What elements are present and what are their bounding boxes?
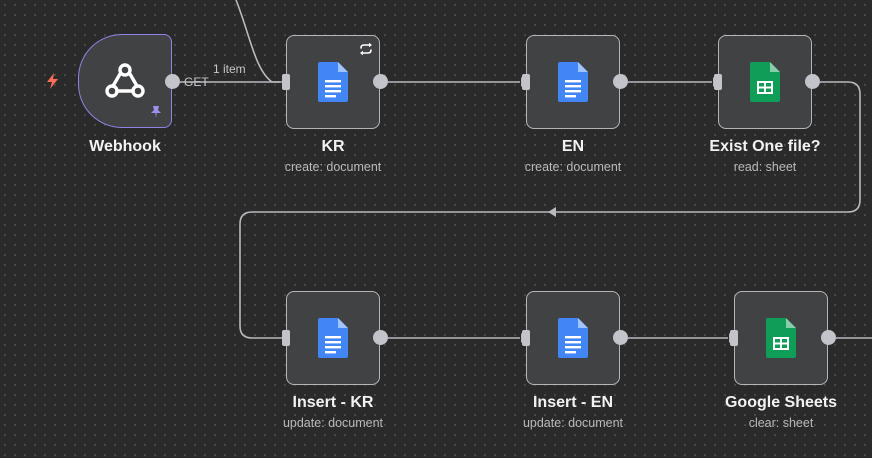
pin-icon[interactable] — [149, 105, 163, 119]
loop-icon — [360, 42, 372, 56]
node-exist-one-file[interactable] — [718, 35, 812, 129]
input-port[interactable] — [282, 74, 290, 90]
google-sheets-icon — [750, 62, 780, 102]
node-label-google-sheets: Google Sheets — [724, 394, 838, 411]
node-google-sheets[interactable] — [734, 291, 828, 385]
google-sheets-icon — [766, 318, 796, 358]
google-docs-icon — [558, 62, 588, 102]
node-label-insert-kr: Insert - KR — [292, 394, 374, 411]
node-webhook[interactable] — [78, 34, 172, 128]
node-label-webhook: Webhook — [89, 138, 161, 155]
output-port[interactable] — [613, 74, 628, 89]
input-port[interactable] — [522, 74, 530, 90]
input-port[interactable] — [282, 330, 290, 346]
webhook-icon — [105, 63, 145, 98]
edge-items-label: 1 item — [213, 62, 246, 76]
node-label-kr: KR — [321, 138, 345, 155]
node-label-insert-en: Insert - EN — [532, 394, 613, 411]
input-port[interactable] — [730, 330, 738, 346]
google-docs-icon — [318, 62, 348, 102]
node-sub-google-sheets: clear: sheet — [748, 416, 814, 430]
google-docs-icon — [558, 318, 588, 358]
lightning-bolt-icon — [47, 73, 58, 89]
google-docs-icon — [318, 318, 348, 358]
node-insert-en[interactable] — [526, 291, 620, 385]
output-port[interactable] — [821, 330, 836, 345]
edge-method-label: GET — [184, 75, 209, 89]
output-port[interactable] — [165, 74, 180, 89]
output-port[interactable] — [373, 74, 388, 89]
output-port[interactable] — [613, 330, 628, 345]
input-port[interactable] — [714, 74, 722, 90]
input-port[interactable] — [522, 330, 530, 346]
node-insert-kr[interactable] — [286, 291, 380, 385]
node-sub-insert-kr: update: document — [282, 416, 384, 430]
node-sub-kr: create: document — [284, 160, 382, 174]
node-label-exist: Exist One file? — [709, 138, 821, 155]
node-label-en: EN — [561, 138, 585, 155]
output-port[interactable] — [373, 330, 388, 345]
arrow-head — [548, 207, 556, 217]
node-sub-insert-en: update: document — [522, 416, 624, 430]
node-kr[interactable] — [286, 35, 380, 129]
node-en[interactable] — [526, 35, 620, 129]
output-port[interactable] — [805, 74, 820, 89]
node-sub-en: create: document — [524, 160, 622, 174]
node-sub-exist: read: sheet — [733, 160, 797, 174]
